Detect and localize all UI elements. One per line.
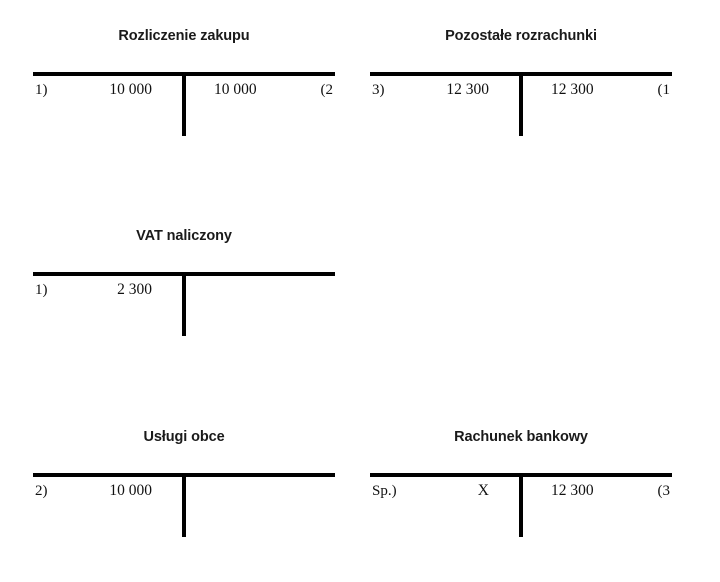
debit-entry-amount: X (477, 482, 489, 499)
t-account-title: Rozliczenie zakupu (118, 28, 250, 44)
debit-entry-ref: 3) (372, 81, 385, 98)
t-account-vertical-rule (182, 473, 186, 537)
credit-entry-amount: 10 000 (214, 81, 257, 98)
debit-entry-amount: 10 000 (109, 81, 152, 98)
t-account-vertical-rule (182, 72, 186, 136)
t-account-vertical-rule (519, 473, 523, 537)
t-account-title: VAT naliczony (136, 228, 232, 244)
debit-side: 2) 10 000 (33, 478, 182, 504)
t-account-title: Usługi obce (143, 429, 225, 445)
debit-side: 3) 12 300 (370, 77, 519, 103)
debit-side: Sp.) X (370, 478, 519, 504)
t-account-vat-naliczony: VAT naliczony 1) 2 300 (33, 228, 335, 348)
t-account-entry-row: 2) 10 000 (33, 478, 335, 504)
credit-entry-amount: 12 300 (551, 482, 594, 499)
credit-entry-ref: (2 (320, 81, 334, 98)
t-account-uslugi-obce: Usługi obce 2) 10 000 (33, 429, 335, 549)
credit-side: 12 300 (3 (523, 478, 672, 504)
debit-side: 1) 2 300 (33, 277, 182, 303)
credit-side: 12 300 (1 (523, 77, 672, 103)
t-account-vertical-rule (182, 272, 186, 336)
t-account-title: Rachunek bankowy (454, 429, 588, 445)
credit-entry-ref: (1 (657, 81, 671, 98)
debit-entry-ref: 2) (35, 482, 48, 499)
credit-side: 10 000 (2 (186, 77, 335, 103)
debit-entry-amount: 2 300 (117, 281, 152, 298)
t-account-entry-row: 1) 2 300 (33, 277, 335, 303)
t-account-entry-row: 1) 10 000 10 000 (2 (33, 77, 335, 103)
t-account-rozliczenie-zakupu: Rozliczenie zakupu 1) 10 000 10 000 (2 (33, 28, 335, 148)
debit-side: 1) 10 000 (33, 77, 182, 103)
t-account-entry-row: Sp.) X 12 300 (3 (370, 478, 672, 504)
debit-entry-ref: Sp.) (372, 482, 397, 499)
debit-entry-ref: 1) (35, 281, 48, 298)
credit-entry-ref: (3 (657, 482, 671, 499)
t-account-pozostale-rozrachunki: Pozostałe rozrachunki 3) 12 300 12 300 (1 (370, 28, 672, 148)
t-account-title: Pozostałe rozrachunki (445, 28, 597, 44)
debit-entry-ref: 1) (35, 81, 48, 98)
t-account-entry-row: 3) 12 300 12 300 (1 (370, 77, 672, 103)
credit-entry-amount: 12 300 (551, 81, 594, 98)
t-account-vertical-rule (519, 72, 523, 136)
debit-entry-amount: 12 300 (446, 81, 489, 98)
debit-entry-amount: 10 000 (109, 482, 152, 499)
